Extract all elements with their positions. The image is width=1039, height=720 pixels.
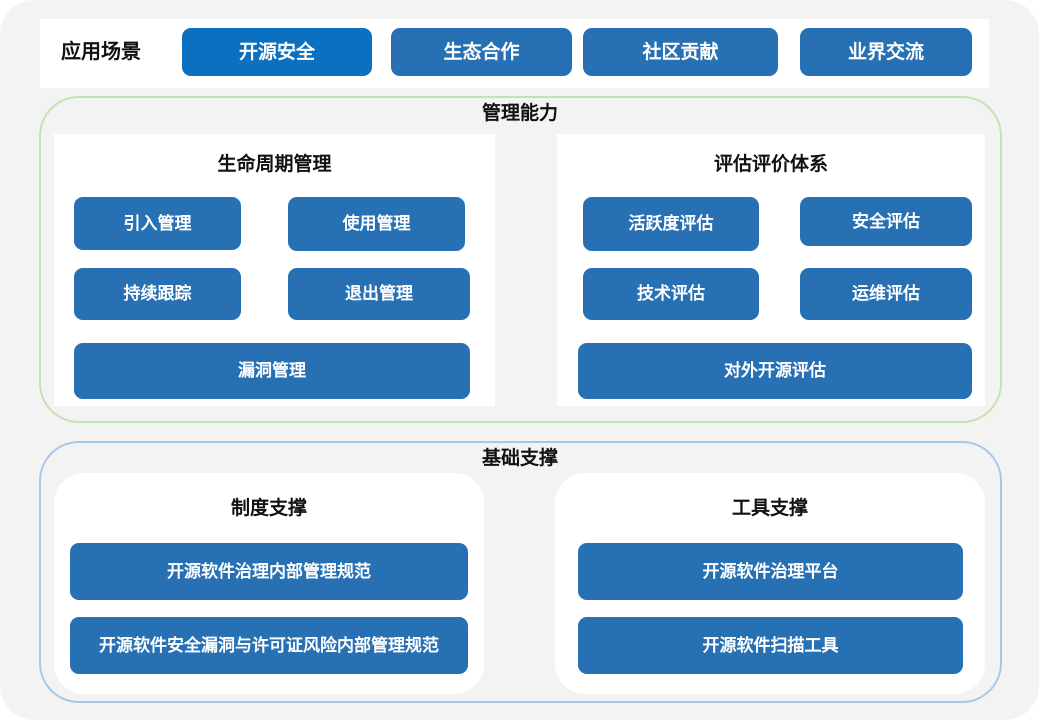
scenario-community-contribution[interactable]: 社区贡献 <box>583 28 778 76</box>
policy-support-title: 制度支撑 <box>230 497 307 519</box>
management-capability-title: 管理能力 <box>481 102 558 124</box>
policy-item-governance-spec[interactable]: 开源软件治理内部管理规范 <box>70 543 468 600</box>
tools-support-title: 工具支撑 <box>731 497 808 519</box>
application-scenarios-label: 应用场景 <box>61 39 141 63</box>
evaluation-item-operations[interactable]: 运维评估 <box>800 268 972 320</box>
evaluation-item-security[interactable]: 安全评估 <box>800 197 972 246</box>
foundation-support-title: 基础支撑 <box>481 447 558 469</box>
lifecycle-item-exit[interactable]: 退出管理 <box>288 268 470 320</box>
evaluation-item-technical[interactable]: 技术评估 <box>583 268 759 320</box>
scenario-ecosystem-cooperation[interactable]: 生态合作 <box>391 28 572 76</box>
lifecycle-item-usage[interactable]: 使用管理 <box>288 197 465 251</box>
tools-item-scanning-tool[interactable]: 开源软件扫描工具 <box>578 617 963 674</box>
foundation-support-region <box>39 441 1002 703</box>
lifecycle-item-tracking[interactable]: 持续跟踪 <box>74 268 241 320</box>
evaluation-item-activity[interactable]: 活跃度评估 <box>583 197 759 251</box>
scenario-open-source-security[interactable]: 开源安全 <box>182 28 372 76</box>
policy-item-vulnerability-license-spec[interactable]: 开源软件安全漏洞与许可证风险内部管理规范 <box>70 617 468 674</box>
management-capability-region <box>39 96 1002 423</box>
scenario-industry-exchange[interactable]: 业界交流 <box>800 28 972 76</box>
lifecycle-management-title: 生命周期管理 <box>217 153 332 175</box>
lifecycle-item-vulnerability[interactable]: 漏洞管理 <box>74 343 470 399</box>
tools-item-governance-platform[interactable]: 开源软件治理平台 <box>578 543 963 600</box>
evaluation-item-external-open-source[interactable]: 对外开源评估 <box>578 343 972 399</box>
lifecycle-item-introduction[interactable]: 引入管理 <box>74 197 241 250</box>
evaluation-system-title: 评估评价体系 <box>713 153 828 175</box>
